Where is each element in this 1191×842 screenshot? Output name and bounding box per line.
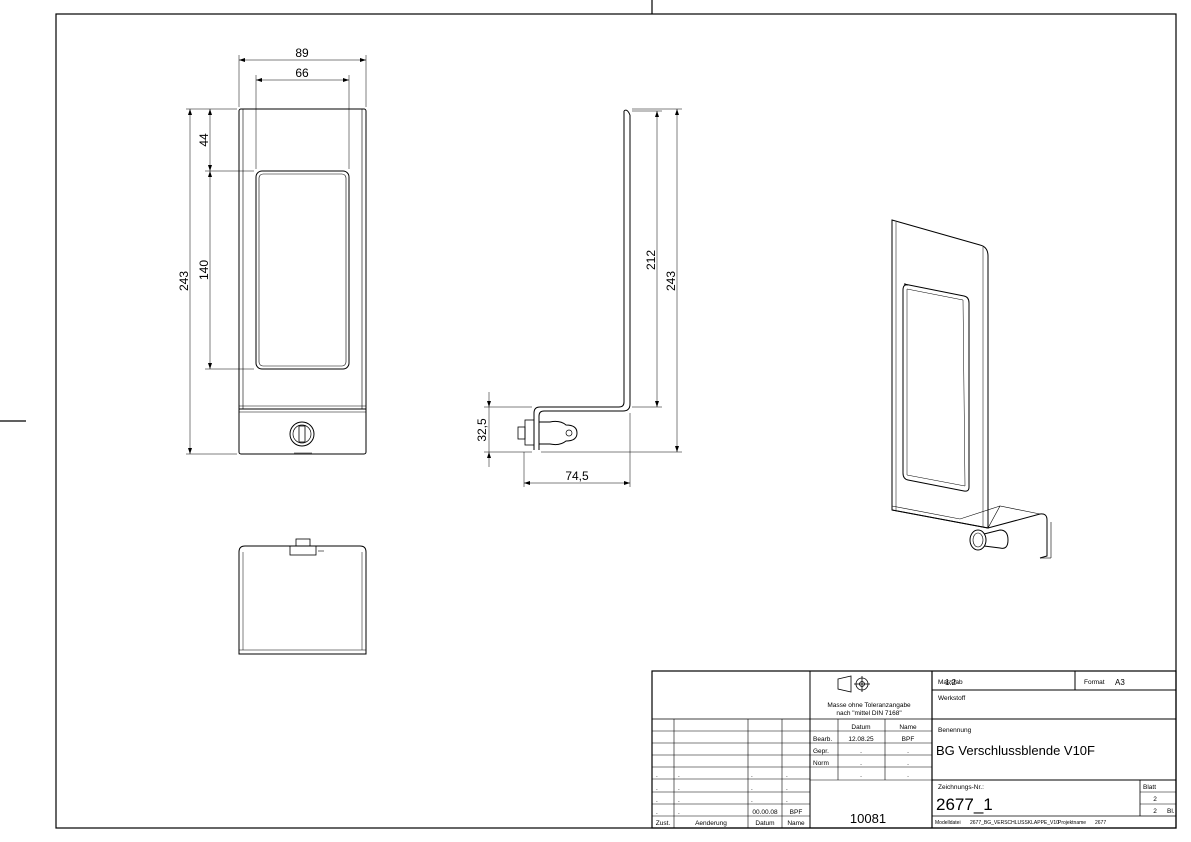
zeichnungsnr-value: 2677_1 bbox=[936, 795, 993, 814]
header-datum: Datum bbox=[851, 724, 870, 731]
blatt-label: Blatt bbox=[1143, 784, 1156, 791]
center-number: 10081 bbox=[850, 811, 886, 826]
bearb-datum: 12.08.25 bbox=[848, 736, 874, 743]
dim-height-upper: 212 bbox=[644, 250, 658, 270]
bearb-name: BPF bbox=[902, 736, 915, 743]
tolerance-note-line1: Masse ohne Toleranzangabe bbox=[827, 702, 911, 709]
footer-zust: Zust. bbox=[656, 820, 671, 827]
rev-dot: . bbox=[786, 797, 788, 804]
norm-name: . bbox=[907, 760, 909, 767]
massstab-label: Masstab bbox=[938, 679, 963, 686]
rev-dot: . bbox=[751, 785, 753, 792]
rev-dot: . bbox=[656, 785, 658, 792]
drawing-frame bbox=[0, 0, 1177, 829]
dim-top-offset: 44 bbox=[197, 133, 211, 147]
dim-width-outer: 89 bbox=[295, 46, 309, 60]
header-name: Name bbox=[899, 724, 917, 731]
rev-dot: . bbox=[786, 772, 788, 779]
rev-dot: . bbox=[678, 809, 680, 816]
modelldatei-label: Modelldatei bbox=[935, 820, 961, 826]
isometric-view bbox=[891, 219, 1052, 559]
rev-dot: . bbox=[786, 785, 788, 792]
gepr-datum: . bbox=[860, 748, 862, 755]
rev-dot: . bbox=[656, 772, 658, 779]
projektname-value: 2677 bbox=[1095, 820, 1106, 826]
gepr-name: . bbox=[907, 748, 909, 755]
rev-dot: . bbox=[751, 797, 753, 804]
format-value: A3 bbox=[1115, 678, 1125, 687]
row-norm-label: Norm bbox=[813, 760, 829, 767]
rev-dot: . bbox=[751, 772, 753, 779]
projektname-label: Projektname bbox=[1058, 820, 1086, 826]
zeichnungsnr-label: Zeichnungs-Nr.: bbox=[938, 784, 984, 791]
massstab-value: 1:2 bbox=[945, 678, 957, 687]
front-view: 89 66 243 44 140 bbox=[177, 46, 367, 455]
row-bearb-label: Bearb. bbox=[813, 736, 832, 743]
tolerance-note-line2: nach "mittel DIN 7168" bbox=[836, 710, 902, 717]
modelldatei-value: 2677_BG_VERSCHLUSSKLAPPE_V10 bbox=[970, 820, 1059, 826]
rev-dot: . bbox=[656, 809, 658, 816]
side-view: 212 243 32,5 74,5 bbox=[475, 108, 682, 487]
blatt-unit: Bl. bbox=[1167, 808, 1175, 815]
werkstoff-label: Werkstoff bbox=[938, 695, 965, 702]
rev-dot: . bbox=[656, 797, 658, 804]
row-gepr-label: Gepr. bbox=[813, 748, 829, 755]
dim-height-total: 243 bbox=[177, 271, 191, 291]
rev-dot: . bbox=[678, 797, 680, 804]
rev-datum: 00.00.08 bbox=[752, 809, 778, 816]
sign-datum: . bbox=[860, 772, 862, 779]
dim-window-height: 140 bbox=[197, 260, 211, 280]
blatt-total: 2 bbox=[1153, 808, 1157, 815]
norm-datum: . bbox=[860, 760, 862, 767]
footer-aenderung: Aenderung bbox=[695, 820, 727, 827]
dim-base-height: 32,5 bbox=[475, 418, 489, 442]
footer-name: Name bbox=[787, 820, 805, 827]
bottom-view bbox=[238, 538, 367, 655]
rev-dot: . bbox=[678, 785, 680, 792]
benennung-label: Benennung bbox=[938, 727, 972, 734]
footer-datum: Datum bbox=[755, 820, 774, 827]
dim-width-inner: 66 bbox=[295, 66, 309, 80]
dim-side-height-total: 243 bbox=[664, 271, 678, 291]
benennung-value: BG Verschlussblende V10F bbox=[936, 743, 1095, 758]
title-block bbox=[651, 670, 1177, 829]
sign-name: . bbox=[907, 772, 909, 779]
rev-dot: . bbox=[678, 772, 680, 779]
format-label: Format bbox=[1084, 679, 1105, 686]
projection-symbol-icon bbox=[837, 675, 870, 693]
dim-depth: 74,5 bbox=[565, 469, 589, 483]
rev-name: BPF bbox=[790, 809, 803, 816]
blatt-value: 2 bbox=[1153, 796, 1157, 803]
